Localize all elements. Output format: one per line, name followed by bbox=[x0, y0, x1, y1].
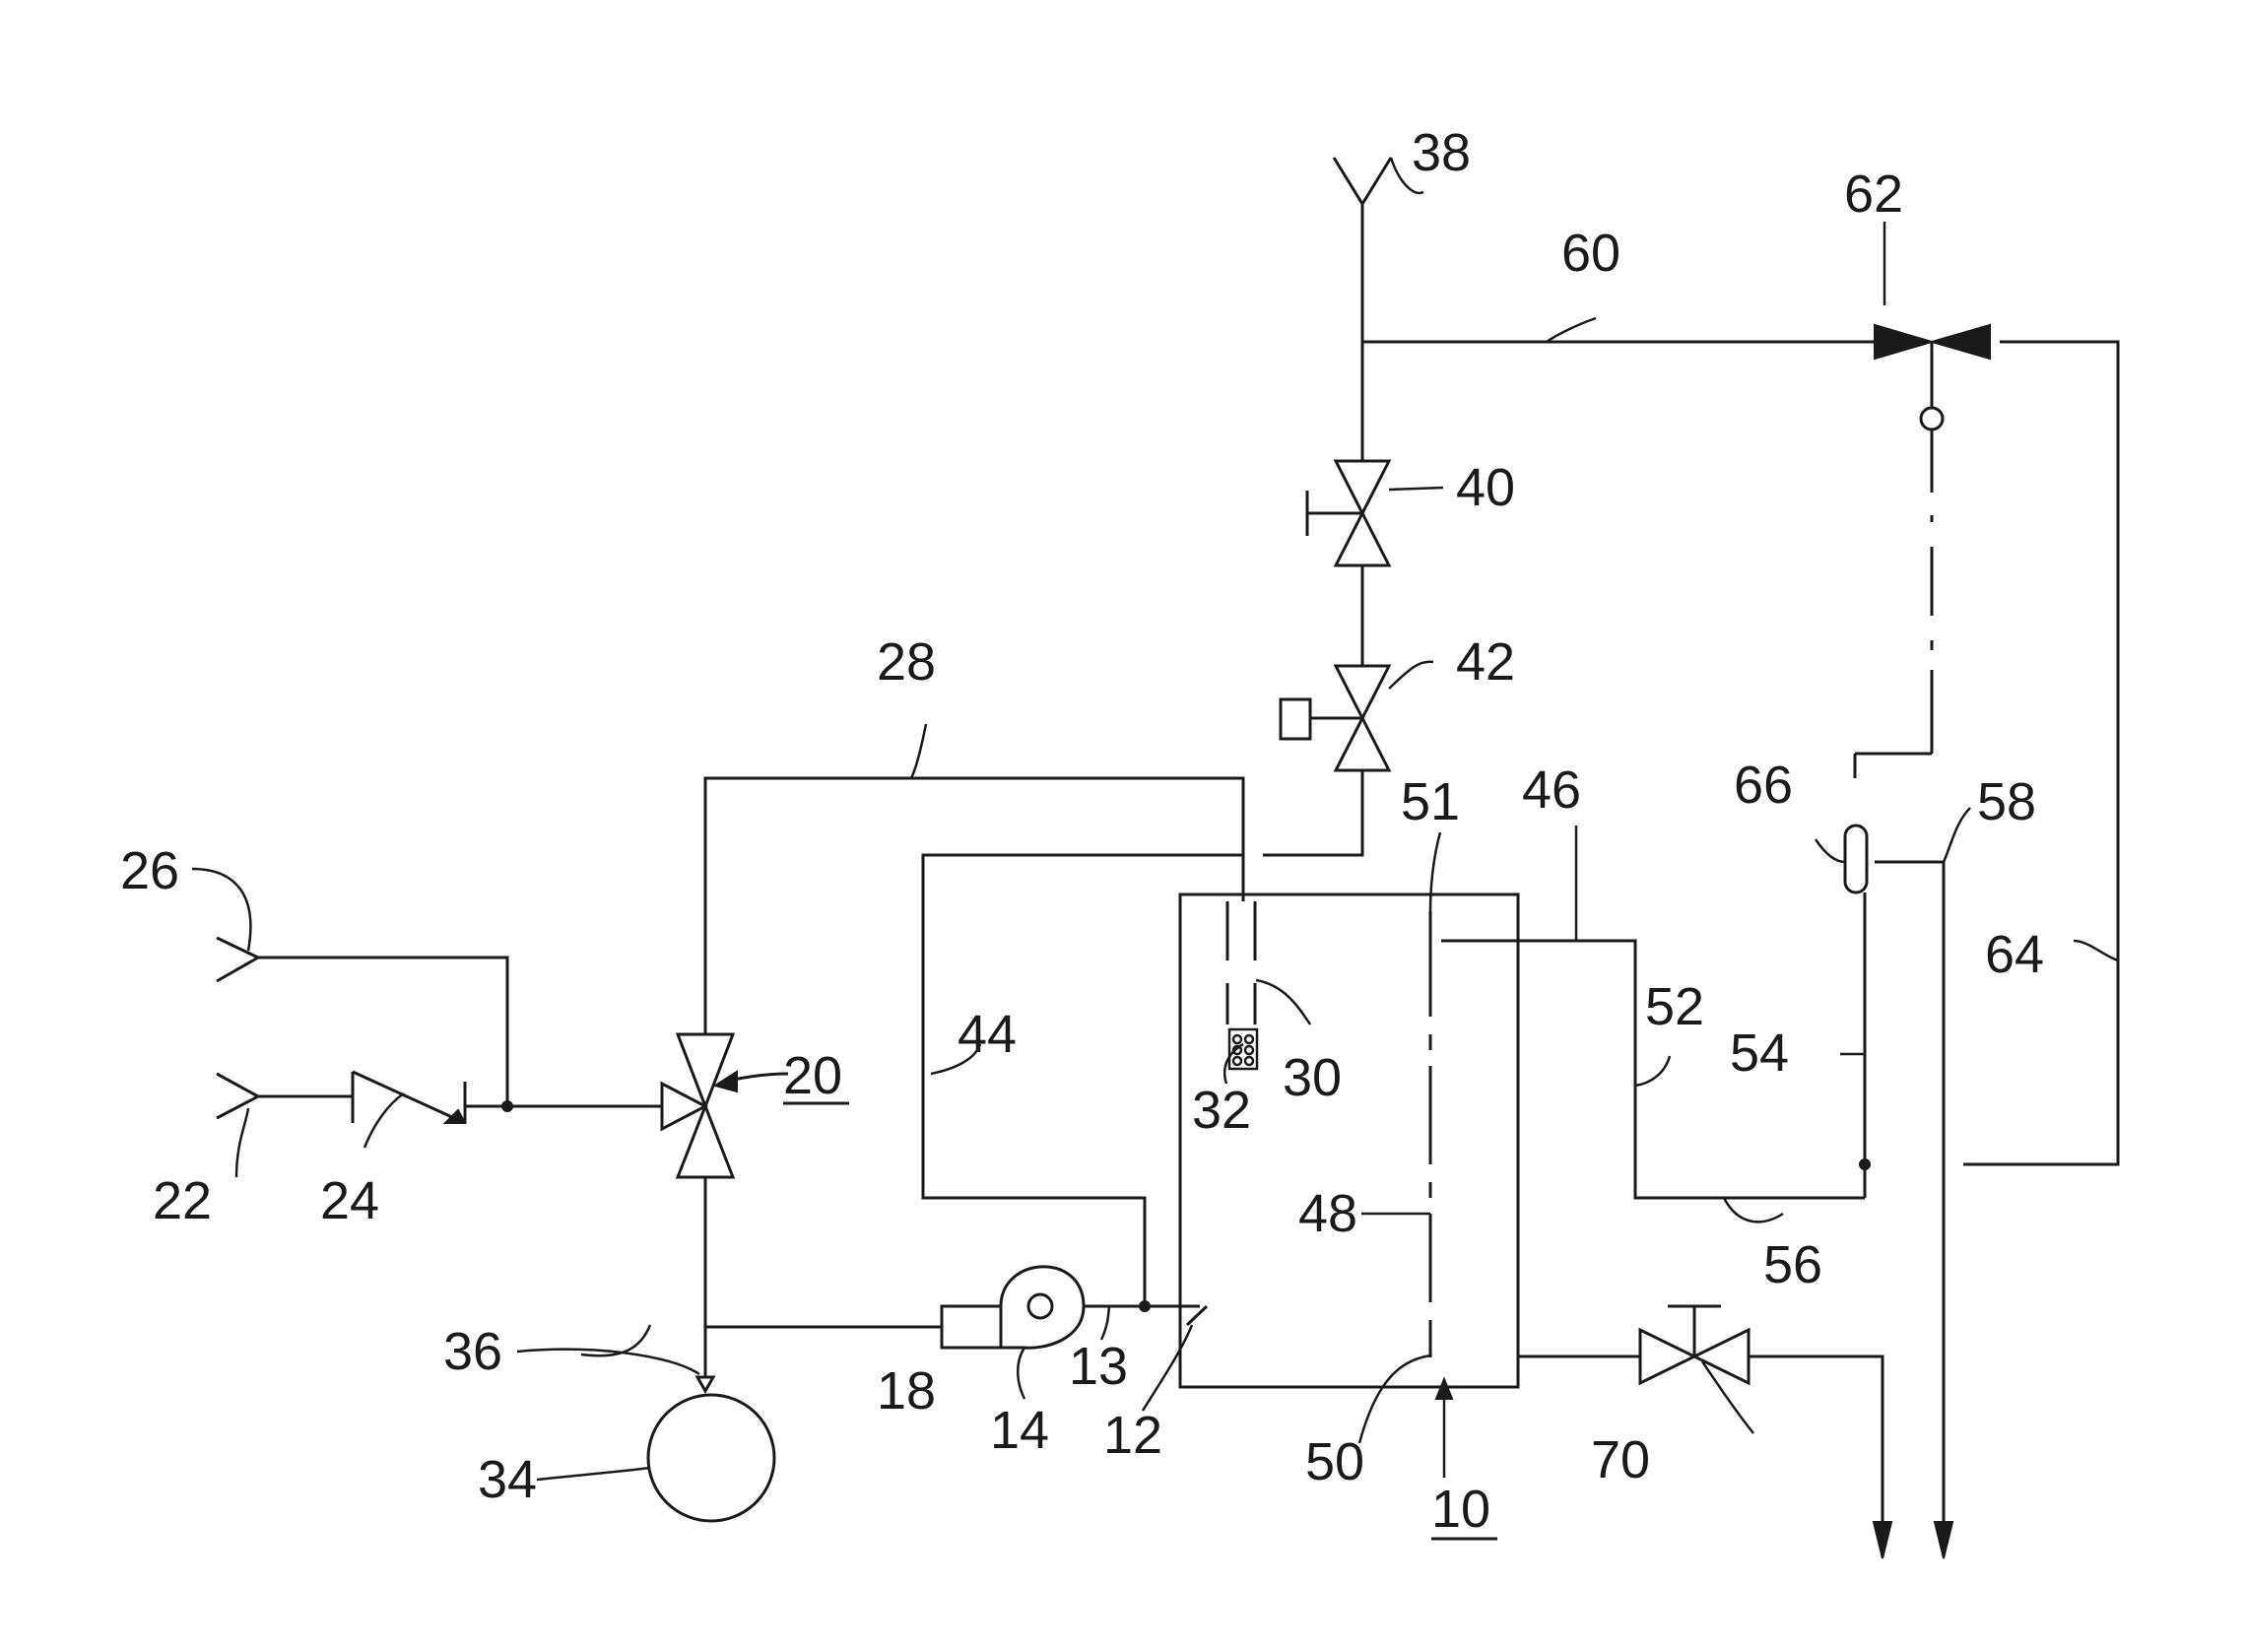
vessel-10 bbox=[1180, 894, 1518, 1387]
label-44: 44 bbox=[958, 1005, 1017, 1064]
manual-valve-40-icon bbox=[1307, 461, 1389, 565]
label-14: 14 bbox=[990, 1401, 1049, 1460]
valve-62-icon bbox=[1875, 325, 1990, 359]
float-66-icon bbox=[1845, 826, 1867, 892]
solenoid-valve-42-icon bbox=[1281, 666, 1389, 770]
signal-line bbox=[1855, 355, 1943, 778]
vent-38-icon bbox=[1334, 158, 1391, 204]
label-28: 28 bbox=[877, 632, 936, 692]
reference-labels: 26 22 24 28 20 44 30 32 36 34 18 14 13 1… bbox=[120, 123, 2044, 1539]
label-30: 30 bbox=[1283, 1048, 1342, 1107]
inlet-22-icon bbox=[217, 1074, 258, 1118]
label-36: 36 bbox=[443, 1322, 502, 1381]
label-46: 46 bbox=[1522, 760, 1581, 820]
junction-dot bbox=[502, 1101, 512, 1111]
check-valve-24-icon bbox=[353, 1072, 465, 1123]
label-48: 48 bbox=[1298, 1184, 1357, 1243]
three-way-valve-20-icon bbox=[662, 1034, 733, 1177]
label-26: 26 bbox=[120, 841, 179, 900]
outlet-arrow-icon bbox=[1935, 1522, 1952, 1558]
label-62: 62 bbox=[1844, 165, 1903, 224]
label-58: 58 bbox=[1977, 772, 2036, 831]
valve-62-actuator bbox=[1921, 408, 1943, 430]
label-52: 52 bbox=[1645, 977, 1704, 1036]
label-54: 54 bbox=[1730, 1024, 1789, 1083]
label-60: 60 bbox=[1561, 224, 1620, 283]
label-56: 56 bbox=[1763, 1235, 1822, 1294]
label-22: 22 bbox=[153, 1171, 212, 1230]
pipe-58 bbox=[1875, 862, 1944, 1537]
leader-10-arrowhead bbox=[1436, 1379, 1452, 1399]
sensor-32 bbox=[1229, 1029, 1257, 1069]
label-10: 10 bbox=[1431, 1480, 1490, 1539]
receiver-34 bbox=[648, 1395, 774, 1521]
label-70: 70 bbox=[1591, 1430, 1650, 1489]
label-42: 42 bbox=[1456, 632, 1515, 692]
pipe-drain-out bbox=[1749, 1356, 1883, 1537]
arrow-36-icon bbox=[697, 1377, 713, 1391]
valve-70-icon bbox=[1640, 1306, 1749, 1383]
pipe-42-vessel bbox=[1263, 770, 1362, 855]
label-38: 38 bbox=[1412, 123, 1471, 182]
label-32: 32 bbox=[1192, 1081, 1251, 1140]
junction-dot bbox=[1860, 1159, 1870, 1169]
junction-dot bbox=[1140, 1301, 1150, 1311]
leader-lines bbox=[192, 158, 2118, 1480]
blower-14-icon bbox=[942, 1267, 1084, 1348]
pipe-12-nozzle bbox=[1187, 1306, 1207, 1325]
label-64: 64 bbox=[1985, 925, 2044, 984]
label-18: 18 bbox=[877, 1361, 936, 1421]
label-51: 51 bbox=[1401, 772, 1460, 831]
dip-tube-30 bbox=[1227, 901, 1255, 1024]
label-13: 13 bbox=[1069, 1337, 1128, 1396]
pipe-28 bbox=[705, 778, 1243, 1034]
outlet-arrow-icon bbox=[1874, 1522, 1891, 1558]
label-50: 50 bbox=[1305, 1432, 1364, 1491]
label-34: 34 bbox=[478, 1450, 537, 1509]
pipe-64 bbox=[1963, 342, 2118, 1164]
label-20: 20 bbox=[783, 1046, 842, 1105]
label-66: 66 bbox=[1734, 756, 1793, 815]
label-24: 24 bbox=[320, 1171, 379, 1230]
inlet-26-icon bbox=[217, 938, 258, 981]
label-40: 40 bbox=[1456, 458, 1515, 517]
label-12: 12 bbox=[1103, 1406, 1162, 1465]
